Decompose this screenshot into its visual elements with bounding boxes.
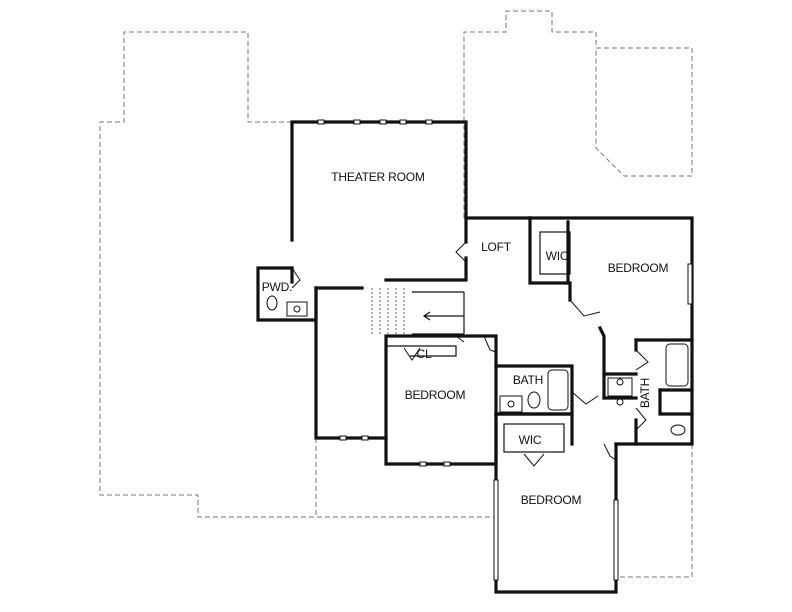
- bedroom-right-label: BEDROOM: [608, 261, 669, 275]
- pwd-label: PWD.: [262, 280, 293, 294]
- bedroom-right: [602, 263, 694, 446]
- theater-room: [290, 119, 468, 441]
- bath-right-label: BATH: [638, 378, 652, 408]
- powder-room: [256, 266, 318, 322]
- toilet-icon: [266, 295, 278, 311]
- wic-bottom: [494, 412, 574, 467]
- lower-floor-outline: [99, 10, 693, 578]
- bedroom-bottom: [493, 412, 619, 594]
- cl-label: CL: [417, 347, 432, 361]
- bathtub-icon: [547, 369, 569, 411]
- stairs: [371, 288, 465, 335]
- wic-bottom-label: WIC: [519, 433, 542, 447]
- sink-icon: [607, 377, 633, 397]
- loft-label: LOFT: [481, 240, 512, 254]
- theater-room-label: THEATER ROOM: [331, 170, 425, 184]
- bathtub-icon: [665, 343, 689, 387]
- bath-mid: [494, 364, 599, 416]
- window-marks: [317, 119, 433, 441]
- toilet-icon: [670, 424, 686, 436]
- bedroom-bottom-label: BEDROOM: [521, 493, 582, 507]
- bath-mid-label: BATH: [513, 373, 543, 387]
- wic-top: [539, 231, 571, 275]
- wic-top-label: WIC: [546, 249, 569, 263]
- toilet-icon: [527, 391, 541, 409]
- bedroom-mid-label: BEDROOM: [405, 388, 466, 402]
